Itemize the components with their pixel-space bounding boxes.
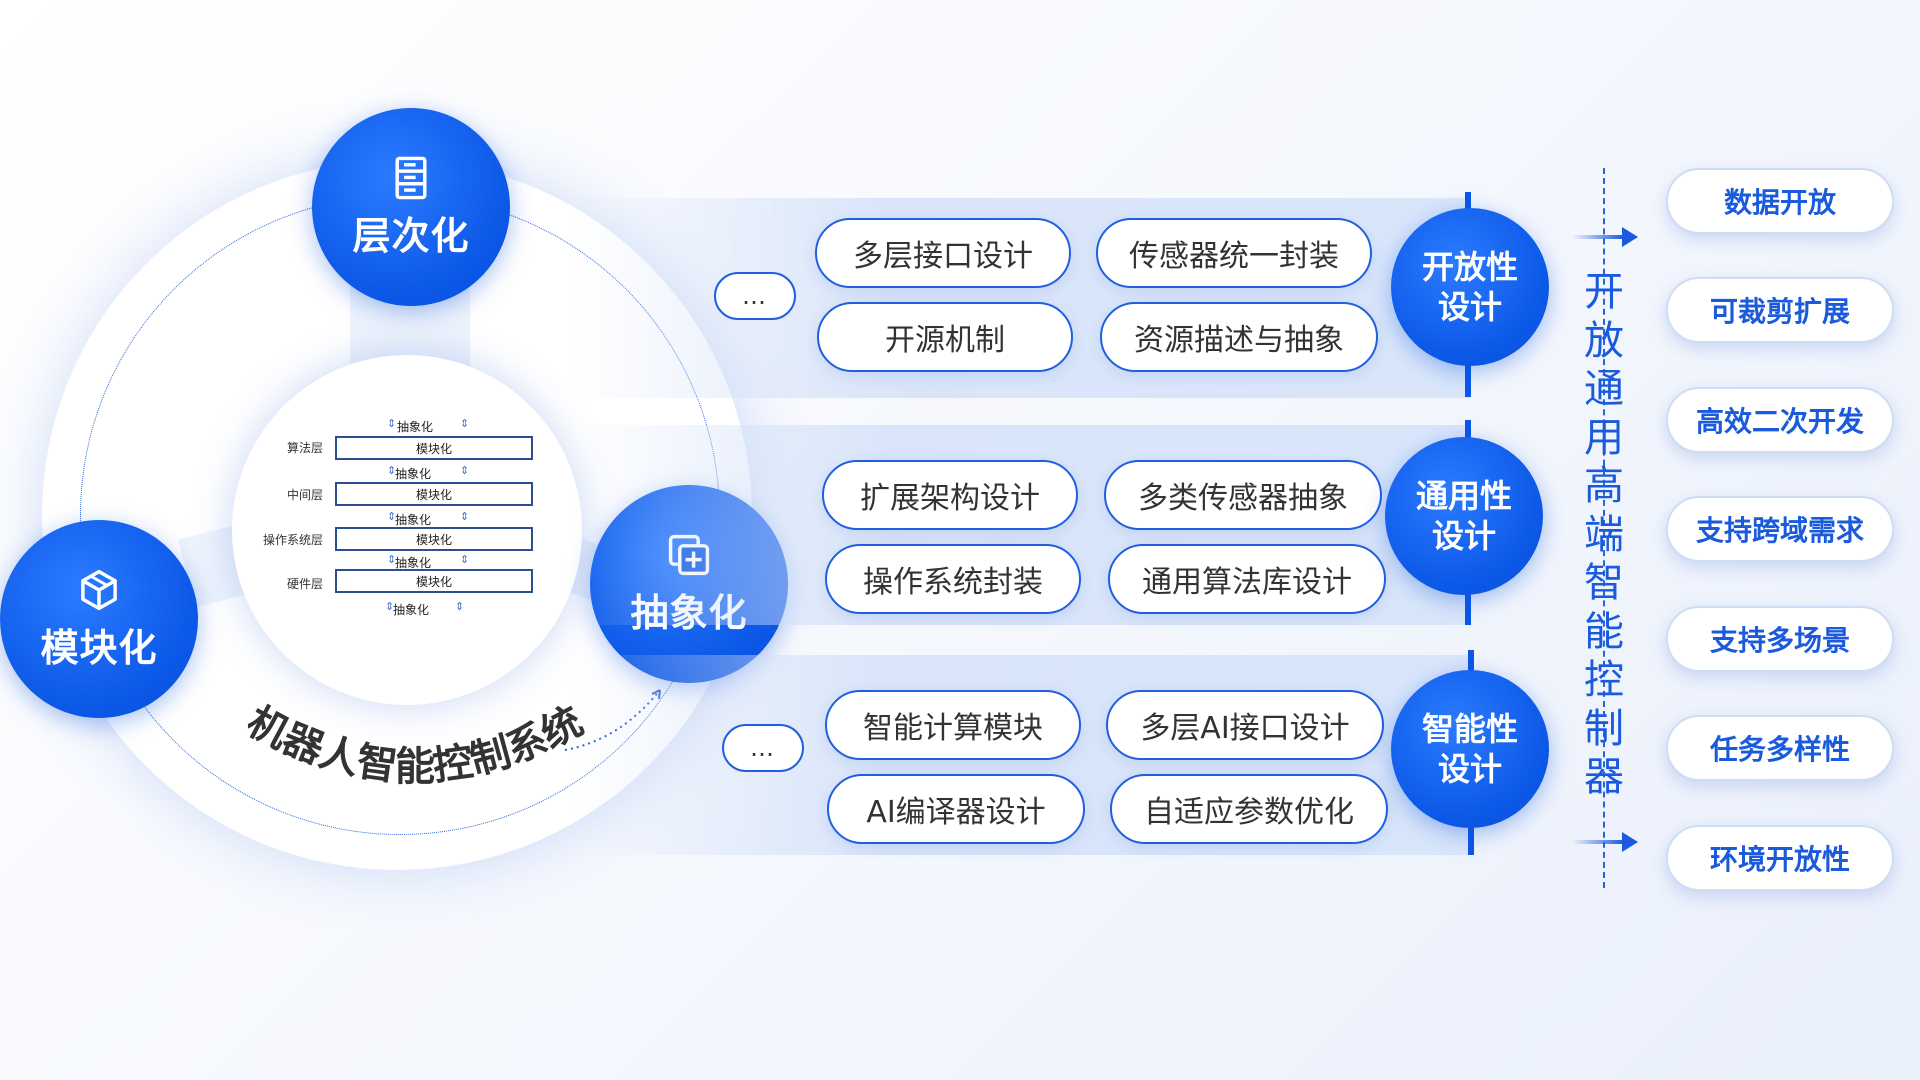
server-icon xyxy=(395,156,427,199)
stack-abs-label: 抽象化 xyxy=(394,556,431,570)
layer-label-middleware: 中间层 xyxy=(286,488,323,502)
more-ellipsis: … xyxy=(714,272,796,320)
category-line: 设计 xyxy=(1431,517,1496,555)
updown-arrow-icon: ⇕ xyxy=(455,600,465,613)
pill-item: 多层AI接口设计 xyxy=(1106,690,1384,760)
category-line: 设计 xyxy=(1437,750,1502,788)
feature-tag: 高效二次开发 xyxy=(1666,387,1894,453)
feature-tag: 可裁剪扩展 xyxy=(1666,277,1894,343)
feature-tag: 环境开放性 xyxy=(1666,825,1894,891)
pill-item: 开源机制 xyxy=(817,302,1073,372)
ring-title: 机器人智能控制系统 xyxy=(240,700,591,790)
feature-tag: 任务多样性 xyxy=(1666,715,1894,781)
category-openness: 开放性 设计 xyxy=(1391,208,1549,366)
layer-label-os: 操作系统层 xyxy=(262,533,323,547)
updown-arrow-icon: ⇕ xyxy=(387,553,397,566)
updown-arrow-icon: ⇕ xyxy=(460,464,470,477)
stack-abs-label: 抽象化 xyxy=(394,467,431,481)
pill-item: AI编译器设计 xyxy=(827,774,1085,844)
category-line: 通用性 xyxy=(1415,477,1512,515)
pill-item: 多层接口设计 xyxy=(815,218,1071,288)
vertical-title-char: 端 xyxy=(1584,511,1624,558)
arrow-right-icon xyxy=(1572,227,1638,247)
vertical-title-char: 高 xyxy=(1584,463,1624,509)
node-label: 模块化 xyxy=(40,625,158,670)
vertical-title: 开 放 通 用 高 端 智 能 控 制 器 xyxy=(1580,268,1628,802)
vertical-title-char: 智 xyxy=(1584,560,1624,606)
layer-box: 模块化 xyxy=(335,569,533,593)
stack-abs-label: 抽象化 xyxy=(396,420,433,434)
updown-arrow-icon: ⇕ xyxy=(460,510,470,523)
updown-arrow-icon: ⇕ xyxy=(385,600,395,613)
pill-item: 智能计算模块 xyxy=(825,690,1081,760)
layer-label-algorithm: 算法层 xyxy=(286,441,323,455)
pill-item: 操作系统封装 xyxy=(825,544,1081,614)
node-layered: 层次化 xyxy=(312,108,510,306)
node-modular: 模块化 xyxy=(0,520,198,718)
category-generality: 通用性 设计 xyxy=(1385,437,1543,595)
updown-arrow-icon: ⇕ xyxy=(387,464,397,477)
stack-abs-label: 抽象化 xyxy=(392,603,429,617)
vertical-title-char: 开 xyxy=(1584,269,1624,315)
layer-box: 模块化 xyxy=(335,436,533,460)
stack-abs-label: 抽象化 xyxy=(394,513,431,527)
arrow-right-icon xyxy=(1572,832,1638,852)
pill-item: 多类传感器抽象 xyxy=(1104,460,1382,530)
layer-box: 模块化 xyxy=(335,482,533,506)
pill-item: 扩展架构设计 xyxy=(822,460,1078,530)
feature-tag: 支持跨域需求 xyxy=(1666,496,1894,562)
ring-title-text: 机器人智能控制系统 xyxy=(240,700,591,790)
category-line: 开放性 xyxy=(1421,248,1518,286)
category-line: 设计 xyxy=(1437,288,1502,326)
node-label: 层次化 xyxy=(352,213,470,258)
updown-arrow-icon: ⇕ xyxy=(387,510,397,523)
category-line: 智能性 xyxy=(1421,710,1518,748)
svg-text:机器人智能控制系统: 机器人智能控制系统 xyxy=(240,700,591,790)
cube-icon xyxy=(81,569,117,610)
pill-item: 资源描述与抽象 xyxy=(1100,302,1378,372)
feature-tag: 支持多场景 xyxy=(1666,606,1894,672)
more-ellipsis: … xyxy=(722,724,804,772)
pill-item: 传感器统一封装 xyxy=(1096,218,1372,288)
vertical-title-char: 用 xyxy=(1584,414,1624,461)
pill-item: 自适应参数优化 xyxy=(1110,774,1388,844)
layer-label-hardware: 硬件层 xyxy=(286,577,323,591)
updown-arrow-icon: ⇕ xyxy=(387,417,397,430)
updown-arrow-icon: ⇕ xyxy=(460,553,470,566)
pill-item: 通用算法库设计 xyxy=(1108,544,1386,614)
updown-arrow-icon: ⇕ xyxy=(460,417,470,430)
category-intelligence: 智能性 设计 xyxy=(1391,670,1549,828)
vertical-title-char: 放 xyxy=(1584,317,1624,364)
vertical-title-char: 器 xyxy=(1584,754,1624,800)
layer-box: 模块化 xyxy=(335,527,533,551)
vertical-title-char: 能 xyxy=(1584,608,1624,655)
vertical-title-char: 通 xyxy=(1584,366,1624,412)
vertical-title-char: 制 xyxy=(1584,705,1624,752)
vertical-title-char: 控 xyxy=(1584,657,1624,703)
dashed-divider xyxy=(1603,168,1605,888)
layer-stack-diagram: 抽象化 抽象化 抽象化 抽象化 抽象化 ⇕ ⇕ ⇕ ⇕ ⇕ ⇕ ⇕ ⇕ ⇕ ⇕ … xyxy=(255,410,555,630)
feature-tag: 数据开放 xyxy=(1666,168,1894,234)
